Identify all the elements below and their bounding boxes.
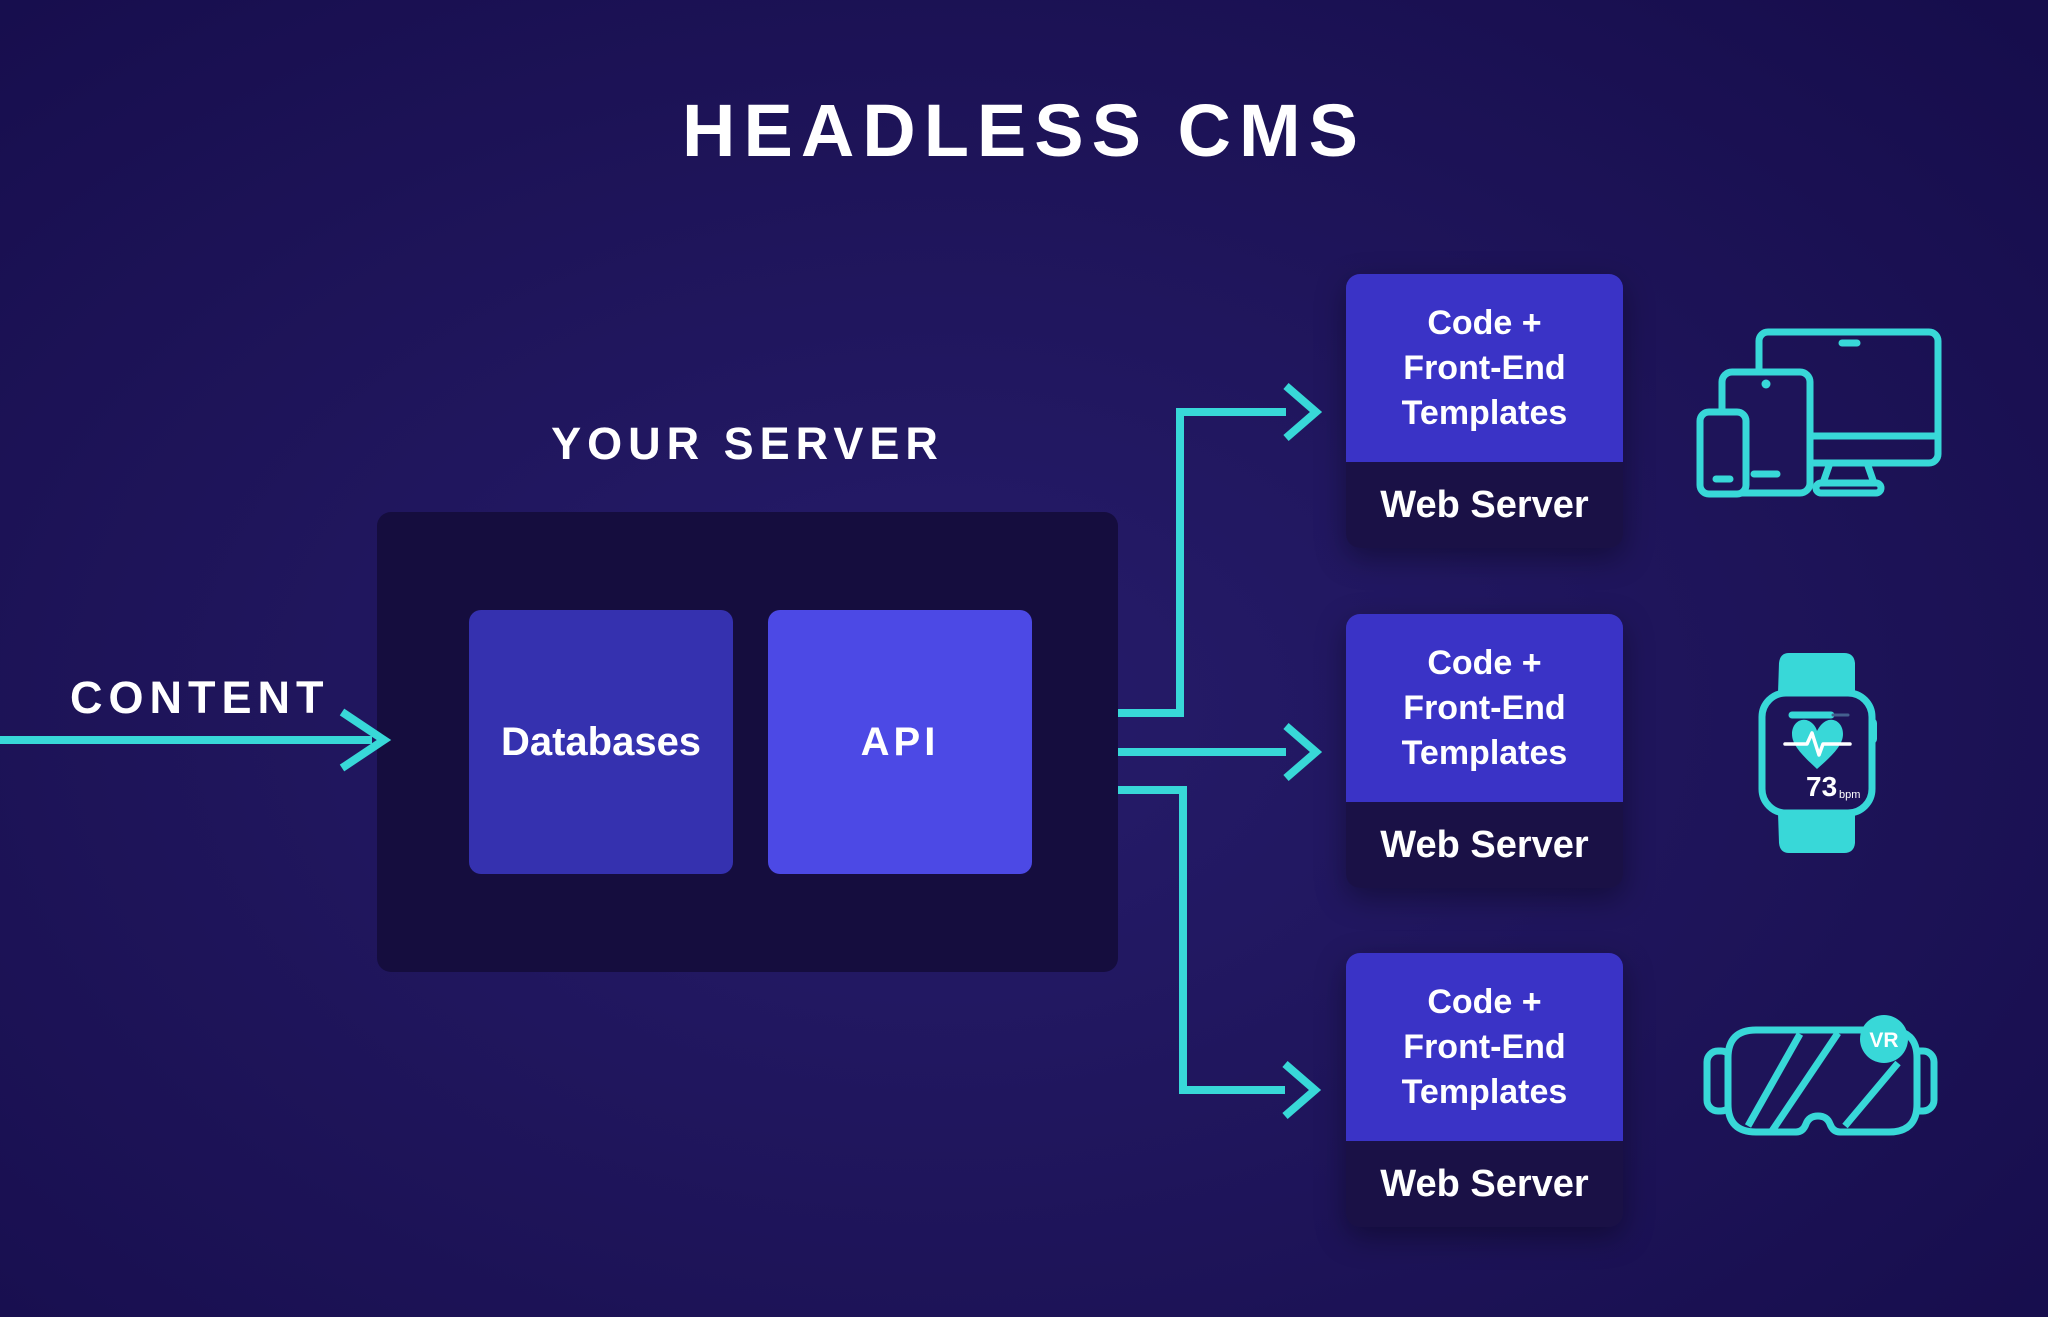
code-templates-block-3: Code + Front-End Templates (1346, 953, 1623, 1141)
your-server-label: YOUR SERVER (551, 418, 944, 469)
databases-label: Databases (500, 719, 702, 764)
arrowhead-web1 (1283, 382, 1323, 442)
monitor-base (1812, 479, 1885, 497)
code-templates-block-2: Code + Front-End Templates (1346, 614, 1623, 802)
web-server-label: Web Server (1380, 823, 1589, 866)
heart-icon (1792, 719, 1843, 769)
web-server-node-1: Code + Front-End Templates Web Server (1346, 274, 1623, 548)
frontend-line: Front-End (1403, 348, 1566, 387)
arrow-api-to-web1 (1118, 408, 1286, 717)
responsive-devices-icon (1696, 328, 1942, 498)
code-line: Code + (1427, 643, 1542, 682)
watch-strap-top (1778, 653, 1855, 693)
arrow-api-to-web3 (1118, 786, 1285, 1094)
content-label: CONTENT (70, 672, 330, 723)
vr-stripe-2 (1769, 1031, 1841, 1133)
web-server-node-3: Code + Front-End Templates Web Server (1346, 953, 1623, 1227)
vr-badge-label: VR (1869, 1029, 1898, 1052)
code-templates-block-1: Code + Front-End Templates (1346, 274, 1623, 462)
templates-line: Templates (1401, 733, 1568, 772)
heart-rate-unit: bpm (1839, 789, 1860, 801)
web-server-bar-2: Web Server (1346, 802, 1623, 888)
page-title: HEADLESS CMS (682, 89, 1366, 172)
vr-badge-circle (1860, 1015, 1908, 1063)
web-server-label: Web Server (1380, 483, 1589, 526)
vr-stripe-1 (1744, 1032, 1804, 1128)
phone-icon (1696, 408, 1750, 498)
arrowhead-web2 (1283, 722, 1323, 782)
frontend-line: Front-End (1403, 688, 1566, 727)
templates-line: Templates (1401, 1072, 1568, 1111)
api-node: API (768, 610, 1032, 874)
vr-headset-icon: VR (1703, 1015, 1938, 1136)
watch-strap-bottom (1778, 813, 1855, 853)
web-server-bar-3: Web Server (1346, 1141, 1623, 1227)
templates-line: Templates (1401, 393, 1568, 432)
databases-node: Databases (469, 610, 733, 874)
code-line: Code + (1427, 982, 1542, 1021)
ecg-line (1783, 731, 1852, 757)
frontend-line: Front-End (1403, 1027, 1566, 1066)
api-label: API (860, 719, 940, 764)
arrowhead-web3 (1282, 1060, 1322, 1120)
smartwatch-icon: 73 bpm (1758, 653, 1877, 853)
vr-stripe-3 (1842, 1060, 1901, 1129)
tablet-camera-dot (1761, 379, 1771, 389)
heart-rate-value: 73 (1806, 771, 1837, 802)
web-server-node-2: Code + Front-End Templates Web Server (1346, 614, 1623, 888)
web-server-bar-1: Web Server (1346, 462, 1623, 548)
web-server-label: Web Server (1380, 1162, 1589, 1205)
code-line: Code + (1427, 303, 1542, 342)
